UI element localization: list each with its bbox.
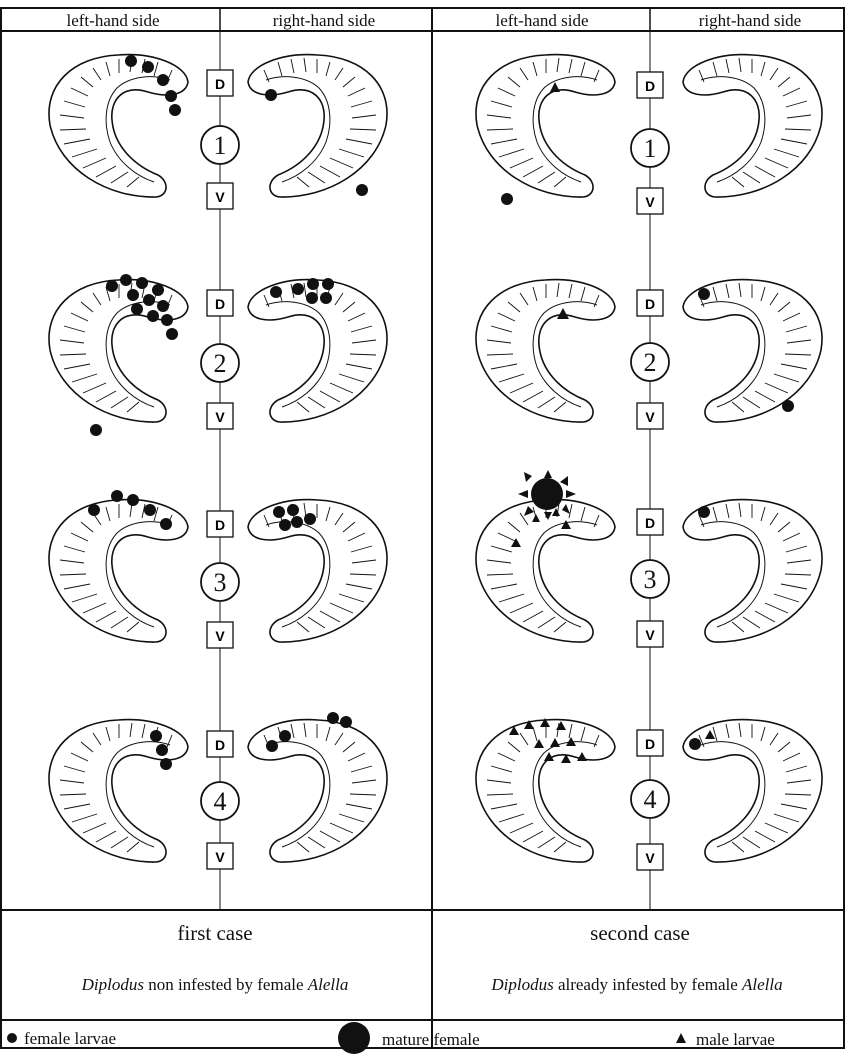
ventral-box-label: V — [215, 849, 225, 865]
legend-male-larvae: male larvae — [696, 1030, 775, 1049]
second-case-title: second case — [590, 921, 690, 945]
ventral-box-label: V — [645, 194, 655, 210]
row-number: 1 — [214, 131, 227, 160]
axis-lines — [220, 31, 650, 910]
male-larvae-legend-icon — [676, 1033, 686, 1043]
female-larva-mark — [501, 193, 513, 205]
row-number: 2 — [644, 348, 657, 377]
legend-mature-female: mature female — [382, 1030, 480, 1049]
dorsal-box-label: D — [215, 296, 225, 312]
row-2-markers: D 2 V — [631, 290, 669, 429]
gill-arch-left — [476, 720, 615, 862]
ventral-box-label: V — [215, 189, 225, 205]
female-larva-mark — [698, 506, 710, 518]
female-larva-mark — [689, 738, 701, 750]
dorsal-box-label: D — [215, 76, 225, 92]
gill-arch-right — [248, 500, 387, 642]
ventral-box-label: V — [215, 628, 225, 644]
female-larva-mark — [782, 400, 794, 412]
row-number: 4 — [214, 787, 227, 816]
mature-female-legend-icon — [338, 1022, 370, 1054]
dorsal-box-label: D — [215, 737, 225, 753]
gill-arch-right — [248, 55, 387, 197]
row-number: 4 — [644, 785, 657, 814]
gill-arch-left — [476, 280, 615, 422]
female-larvae-legend-icon — [7, 1033, 17, 1043]
second-case-description: Diplodus already infested by female Alel… — [490, 975, 782, 994]
gill-arch-right — [248, 280, 387, 422]
legend-female-larvae: female larvae — [24, 1029, 116, 1048]
first-case-title: first case — [177, 921, 252, 945]
female-larva-mark — [698, 288, 710, 300]
row-number: 2 — [214, 349, 227, 378]
header-left-case-left-side: left-hand side — [67, 11, 160, 30]
row-4-markers: D 4 V — [631, 730, 669, 870]
gill-arch-left — [476, 55, 615, 197]
dorsal-box-label: D — [645, 78, 655, 94]
row-1-markers: D 1 V — [201, 70, 239, 209]
legend: female larvae mature female male larvae — [7, 1022, 775, 1054]
row-number: 3 — [644, 565, 657, 594]
dorsal-box-label: D — [645, 736, 655, 752]
gill-arch-right — [683, 55, 822, 197]
second-case-row-3 — [476, 470, 822, 642]
gill-arch-right — [683, 500, 822, 642]
header-right-case-right-side: right-hand side — [699, 11, 801, 30]
gill-arch-right — [683, 720, 822, 862]
dorsal-box-label: D — [215, 517, 225, 533]
row-number: 1 — [644, 134, 657, 163]
row-3-markers: D 3 V — [201, 511, 239, 648]
header-right-case-left-side: left-hand side — [496, 11, 589, 30]
row-3-markers: D 3 V — [631, 509, 669, 647]
gill-arch-left — [49, 720, 188, 862]
mature-female-mark — [531, 478, 563, 510]
ventral-box-label: V — [645, 627, 655, 643]
row-2-markers: D 2 V — [201, 290, 239, 429]
row-number: 3 — [214, 568, 227, 597]
gill-arch-right — [683, 280, 822, 422]
dorsal-box-label: D — [645, 515, 655, 531]
ventral-box-label: V — [215, 409, 225, 425]
ventral-box-label: V — [645, 409, 655, 425]
header-left-case-right-side: right-hand side — [273, 11, 375, 30]
dorsal-box-label: D — [645, 296, 655, 312]
row-1-markers: D 1 V — [631, 72, 669, 214]
gill-arch-left — [49, 280, 188, 422]
first-case-description: Diplodus non infested by female Alella — [81, 975, 349, 994]
row-4-markers: D 4 V — [201, 731, 239, 869]
gill-arch-left — [476, 500, 615, 642]
ventral-box-label: V — [645, 850, 655, 866]
